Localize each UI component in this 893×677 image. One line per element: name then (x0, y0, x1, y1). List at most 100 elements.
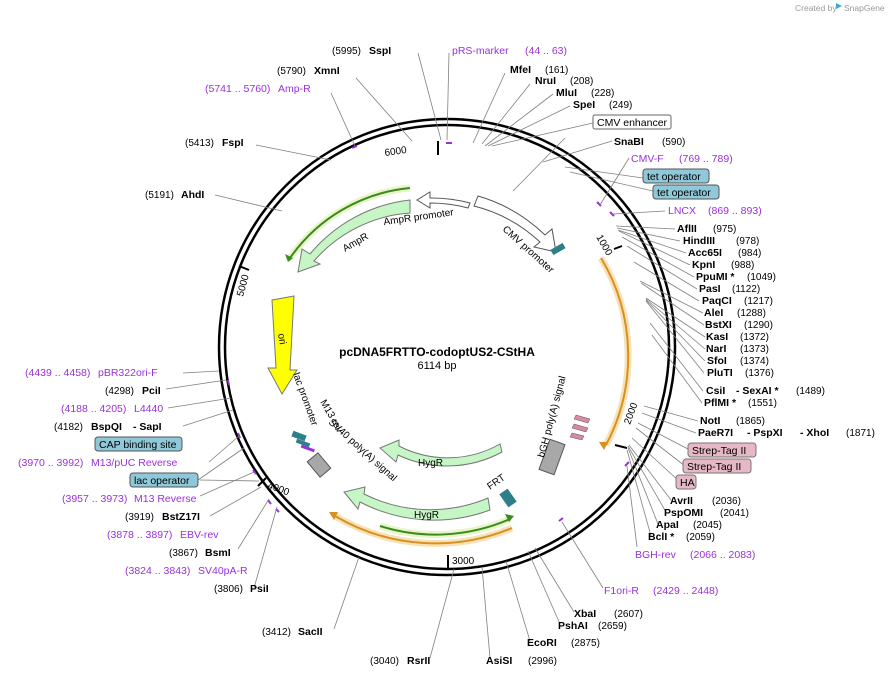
alei-label[interactable]: AleI (704, 307, 723, 319)
l4440-pos: (4188 .. 4205) (61, 403, 126, 415)
sexai-pos: (1489) (796, 386, 825, 397)
m13-reverse-pos: (3957 .. 3973) (62, 493, 127, 505)
xbai-pos: (2607) (614, 609, 643, 620)
bcli-label[interactable]: BclI * (648, 531, 675, 543)
ebv-rev-label[interactable]: EBV-rev (180, 529, 219, 541)
sapi-label[interactable]: - SapI (133, 421, 162, 433)
hygr-inner-label: HygR (418, 458, 443, 469)
asisi-label[interactable]: AsiSI (486, 655, 512, 667)
m13-puc-reverse-label[interactable]: M13/pUC Reverse (91, 457, 178, 469)
tet-operator-box-2[interactable] (652, 184, 720, 200)
kpni-pos: (988) (731, 260, 754, 271)
nrui-label[interactable]: NruI (535, 75, 556, 87)
pflmi-label[interactable]: PflMI * (704, 397, 737, 409)
pcii-pos: (4298) (105, 386, 134, 397)
bstxi-pos: (1290) (744, 320, 773, 331)
pasi-label[interactable]: PasI (699, 283, 721, 295)
nrui-pos: (208) (570, 76, 593, 87)
pspomi-pos: (2041) (720, 508, 749, 519)
strep-tag-box-2[interactable] (682, 458, 752, 474)
sv40pa-r-label[interactable]: SV40pA-R (198, 565, 248, 577)
prs-marker-label[interactable]: pRS-marker (452, 45, 509, 57)
bstz17i-label[interactable]: BstZ17I (162, 511, 200, 523)
ppumi-label[interactable]: PpuMI * (696, 271, 735, 283)
sacii-label[interactable]: SacII (298, 626, 323, 638)
ecori-label[interactable]: EcoRI (527, 637, 557, 649)
xhoi-label[interactable]: - XhoI (800, 427, 829, 439)
hindiii-label[interactable]: HindIII (683, 235, 715, 247)
pspxi-label[interactable]: - PspXI (747, 427, 783, 439)
strep-tag-label-2: Strep-Tag II (687, 461, 741, 473)
psii-label[interactable]: PsiI (250, 583, 269, 595)
cmv-enhancer-box[interactable] (592, 114, 672, 130)
ahdi-label[interactable]: AhdI (181, 189, 204, 201)
m13-reverse-label[interactable]: M13 Reverse (134, 493, 197, 505)
paqci-label[interactable]: PaqCI (702, 295, 732, 307)
pspomi-label[interactable]: PspOMI (664, 507, 703, 519)
bstz17i-pos: (3919) (125, 512, 154, 523)
apai-label[interactable]: ApaI (656, 519, 679, 531)
bsmi-label[interactable]: BsmI (205, 547, 231, 559)
pbr322ori-f-label[interactable]: pBR322ori-F (98, 367, 158, 379)
pluti-pos: (1376) (745, 368, 774, 379)
mlui-pos: (228) (591, 88, 614, 99)
kasi-pos: (1372) (740, 332, 769, 343)
bspqi-label[interactable]: BspQI (91, 421, 122, 433)
bgh-polya-box (538, 438, 566, 476)
hygr-outer-label: HygR (414, 510, 439, 521)
hindiii-pos: (978) (736, 236, 759, 247)
brand-name: SnapGene (844, 3, 885, 13)
ampr-primer-pos: (5741 .. 5760) (205, 83, 270, 95)
sspi-label[interactable]: SspI (369, 45, 391, 57)
created-by-text: Created by (795, 3, 837, 13)
mfei-label[interactable]: MfeI (510, 64, 531, 76)
nari-label[interactable]: NarI (706, 343, 727, 355)
bgh-rev-label[interactable]: BGH-rev (635, 549, 677, 561)
kasi-label[interactable]: KasI (706, 331, 728, 343)
tet-operator-box-1[interactable] (642, 168, 710, 184)
sexai-label[interactable]: - SexAI * (736, 385, 780, 397)
xmni-label[interactable]: XmnI (314, 65, 340, 77)
lac-operator-label: lac operator (134, 475, 190, 487)
apai-pos: (2045) (693, 520, 722, 531)
spei-label[interactable]: SpeI (573, 99, 595, 111)
psii-pos: (3806) (214, 584, 243, 595)
bstxi-label[interactable]: BstXI (705, 319, 732, 331)
kpni-label[interactable]: KpnI (692, 259, 715, 271)
cmv-f-label[interactable]: CMV-F (631, 153, 664, 165)
csii-label[interactable]: CsiI (706, 385, 725, 397)
acc65i-label[interactable]: Acc65I (688, 247, 722, 259)
tet-operator-label-1: tet operator (647, 171, 701, 183)
mlui-label[interactable]: MluI (556, 87, 577, 99)
sacii-pos: (3412) (262, 627, 291, 638)
noti-label[interactable]: NotI (700, 415, 720, 427)
fspi-label[interactable]: FspI (222, 137, 244, 149)
xbai-label[interactable]: XbaI (574, 608, 596, 620)
pluti-label[interactable]: PluTI (707, 367, 733, 379)
l4440-label[interactable]: L4440 (134, 403, 163, 415)
strep-tag-box-1[interactable] (687, 442, 757, 458)
paer7i-label[interactable]: PaeR7I (698, 427, 733, 439)
f1ori-r-label[interactable]: F1ori-R (604, 585, 639, 597)
pflmi-pos: (1551) (748, 398, 777, 409)
tet-operator-marker (550, 242, 566, 256)
pcii-label[interactable]: PciI (142, 385, 161, 397)
ampr-primer-label[interactable]: Amp-R (278, 83, 311, 95)
lac-operator-box[interactable] (129, 472, 199, 488)
cap-binding-site-box[interactable] (94, 436, 183, 452)
m13-puc-reverse-pos: (3970 .. 3992) (18, 457, 83, 469)
avrii-label[interactable]: AvrII (670, 495, 693, 507)
snabi-label[interactable]: SnaBI (614, 136, 644, 148)
bgh-rev-pos: (2066 .. 2083) (690, 549, 755, 561)
ha-box[interactable] (675, 474, 697, 490)
tick-label-4000: 4000 (266, 480, 291, 498)
aflii-label[interactable]: AflII (677, 223, 697, 235)
rsrii-label[interactable]: RsrII (407, 655, 430, 667)
f1ori-r-pos: (2429 .. 2448) (653, 585, 718, 597)
strep-tag-label-1: Strep-Tag II (692, 445, 746, 457)
pshai-label[interactable]: PshAI (558, 620, 588, 632)
sfoi-label[interactable]: SfoI (707, 355, 727, 367)
aflii-pos: (975) (713, 224, 736, 235)
lncx-label[interactable]: LNCX (668, 205, 696, 217)
